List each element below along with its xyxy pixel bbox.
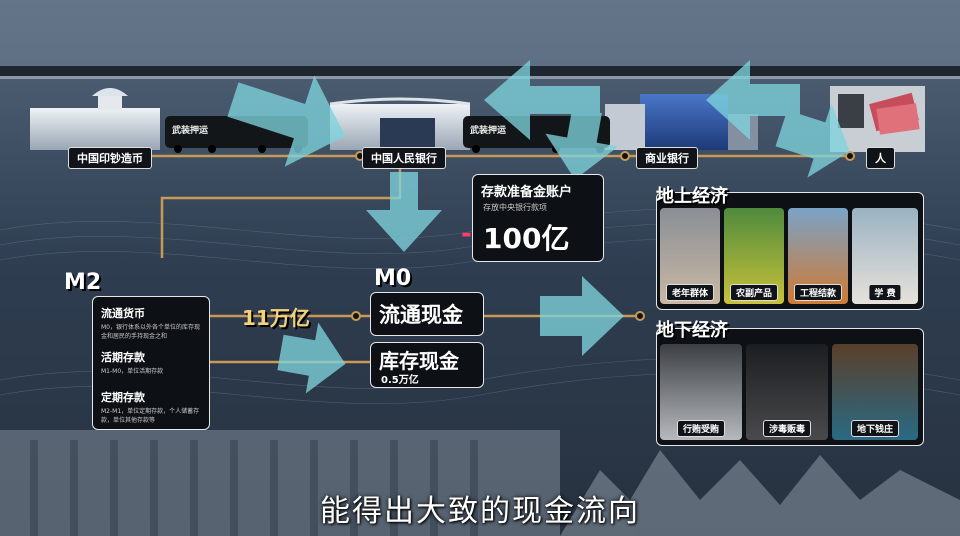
above-ground-title: 地上经济 [656,186,728,207]
arrow-right-icon [277,322,346,394]
minus-sign: - [461,219,472,249]
photo-caption: 涉毒贩毒 [762,420,812,437]
node-dot [635,311,645,321]
photo-caption: 老年群体 [665,284,715,301]
m2-box: 流通货币 M0，银行体系以外各个单位的库存现金和居民的手持现金之和 活期存款 M… [92,296,210,430]
circulating-cash-label: 流通现金 [379,303,463,327]
person-label: 人 [866,147,895,169]
inventory-cash-box: 库存现金 0.5万亿 [370,342,484,388]
photo-caption: 行贿受贿 [676,420,726,437]
photo-caption: 地下钱庄 [850,420,900,437]
m2-row-desc: M1-M0，单位活期存款 [101,368,164,375]
photo-workers: 工程结款 [788,208,848,304]
node-dot [351,311,361,321]
arrow-down-icon [366,172,442,252]
photo-elderly: 老年群体 [660,208,720,304]
arrow-right-icon [775,103,850,178]
m2-row-title: 定期存款 [101,391,145,404]
m2-row-title: 活期存款 [101,351,145,364]
inventory-cash-label: 库存现金 [379,349,459,373]
mint-label: 中国印钞造币 [68,147,152,169]
m2-row: 流通货币 M0，银行体系以外各个单位的库存现金和居民的手持现金之和 [101,305,205,341]
commercial-bank-label: 商业银行 [636,147,698,169]
photo-caption: 学 费 [868,284,902,301]
arrow-right-icon [227,75,346,167]
bottom-landscape [0,430,960,536]
photo-produce: 农副产品 [724,208,784,304]
circulating-cash-box: 流通现金 [370,292,484,336]
arrow-right-icon [540,276,624,356]
van-label: 武装押运 [470,126,507,136]
pboc-label: 中国人民银行 [362,147,446,169]
reserve-subtitle: 存放中央银行款项 [483,203,547,212]
m2-title: M2 [64,270,102,295]
top-banner [0,0,960,70]
m2-row: 定期存款 M2-M1，单位定期存款，个人储蓄存款，单位其他存款等 [101,389,205,425]
reserve-title: 存款准备金账户 [481,185,573,200]
m2-row-desc: M0，银行体系以外各个单位的库存现金和居民的手持现金之和 [101,324,200,340]
m2-row-desc: M2-M1，单位定期存款，个人储蓄存款，单位其他存款等 [101,408,200,424]
atm-cash-image [830,86,925,152]
mint-building [30,88,160,150]
inventory-cash-amount: 0.5万亿 [381,375,419,386]
reserve-amount: 100亿 [483,222,570,255]
m0-title: M0 [374,266,412,291]
m2-row: 活期存款 M1-M0，单位活期存款 [101,349,205,376]
node-dot [845,151,855,161]
photo-drugs: 涉毒贩毒 [746,344,828,440]
photo-caption: 农副产品 [729,284,779,301]
photo-casino: 地下钱庄 [832,344,918,440]
arrow-left-icon [484,60,600,140]
arrow-left-icon [706,60,800,140]
photo-students: 学 费 [852,208,918,304]
m0-amount-label: 11万亿 [242,306,310,330]
reserve-account-box: 存款准备金账户 存放中央银行款项 - 100亿 [461,174,604,262]
van-label: 武装押运 [172,126,209,136]
node-dot [620,151,630,161]
m2-row-title: 流通货币 [101,307,145,320]
pboc-building [329,97,471,150]
arrow-down-icon [545,107,619,180]
photo-caption: 工程结款 [793,284,843,301]
underground-title: 地下经济 [656,320,728,341]
photo-bribery: 行贿受贿 [660,344,742,440]
video-subtitle: 能得出大致的现金流向 [320,494,640,529]
